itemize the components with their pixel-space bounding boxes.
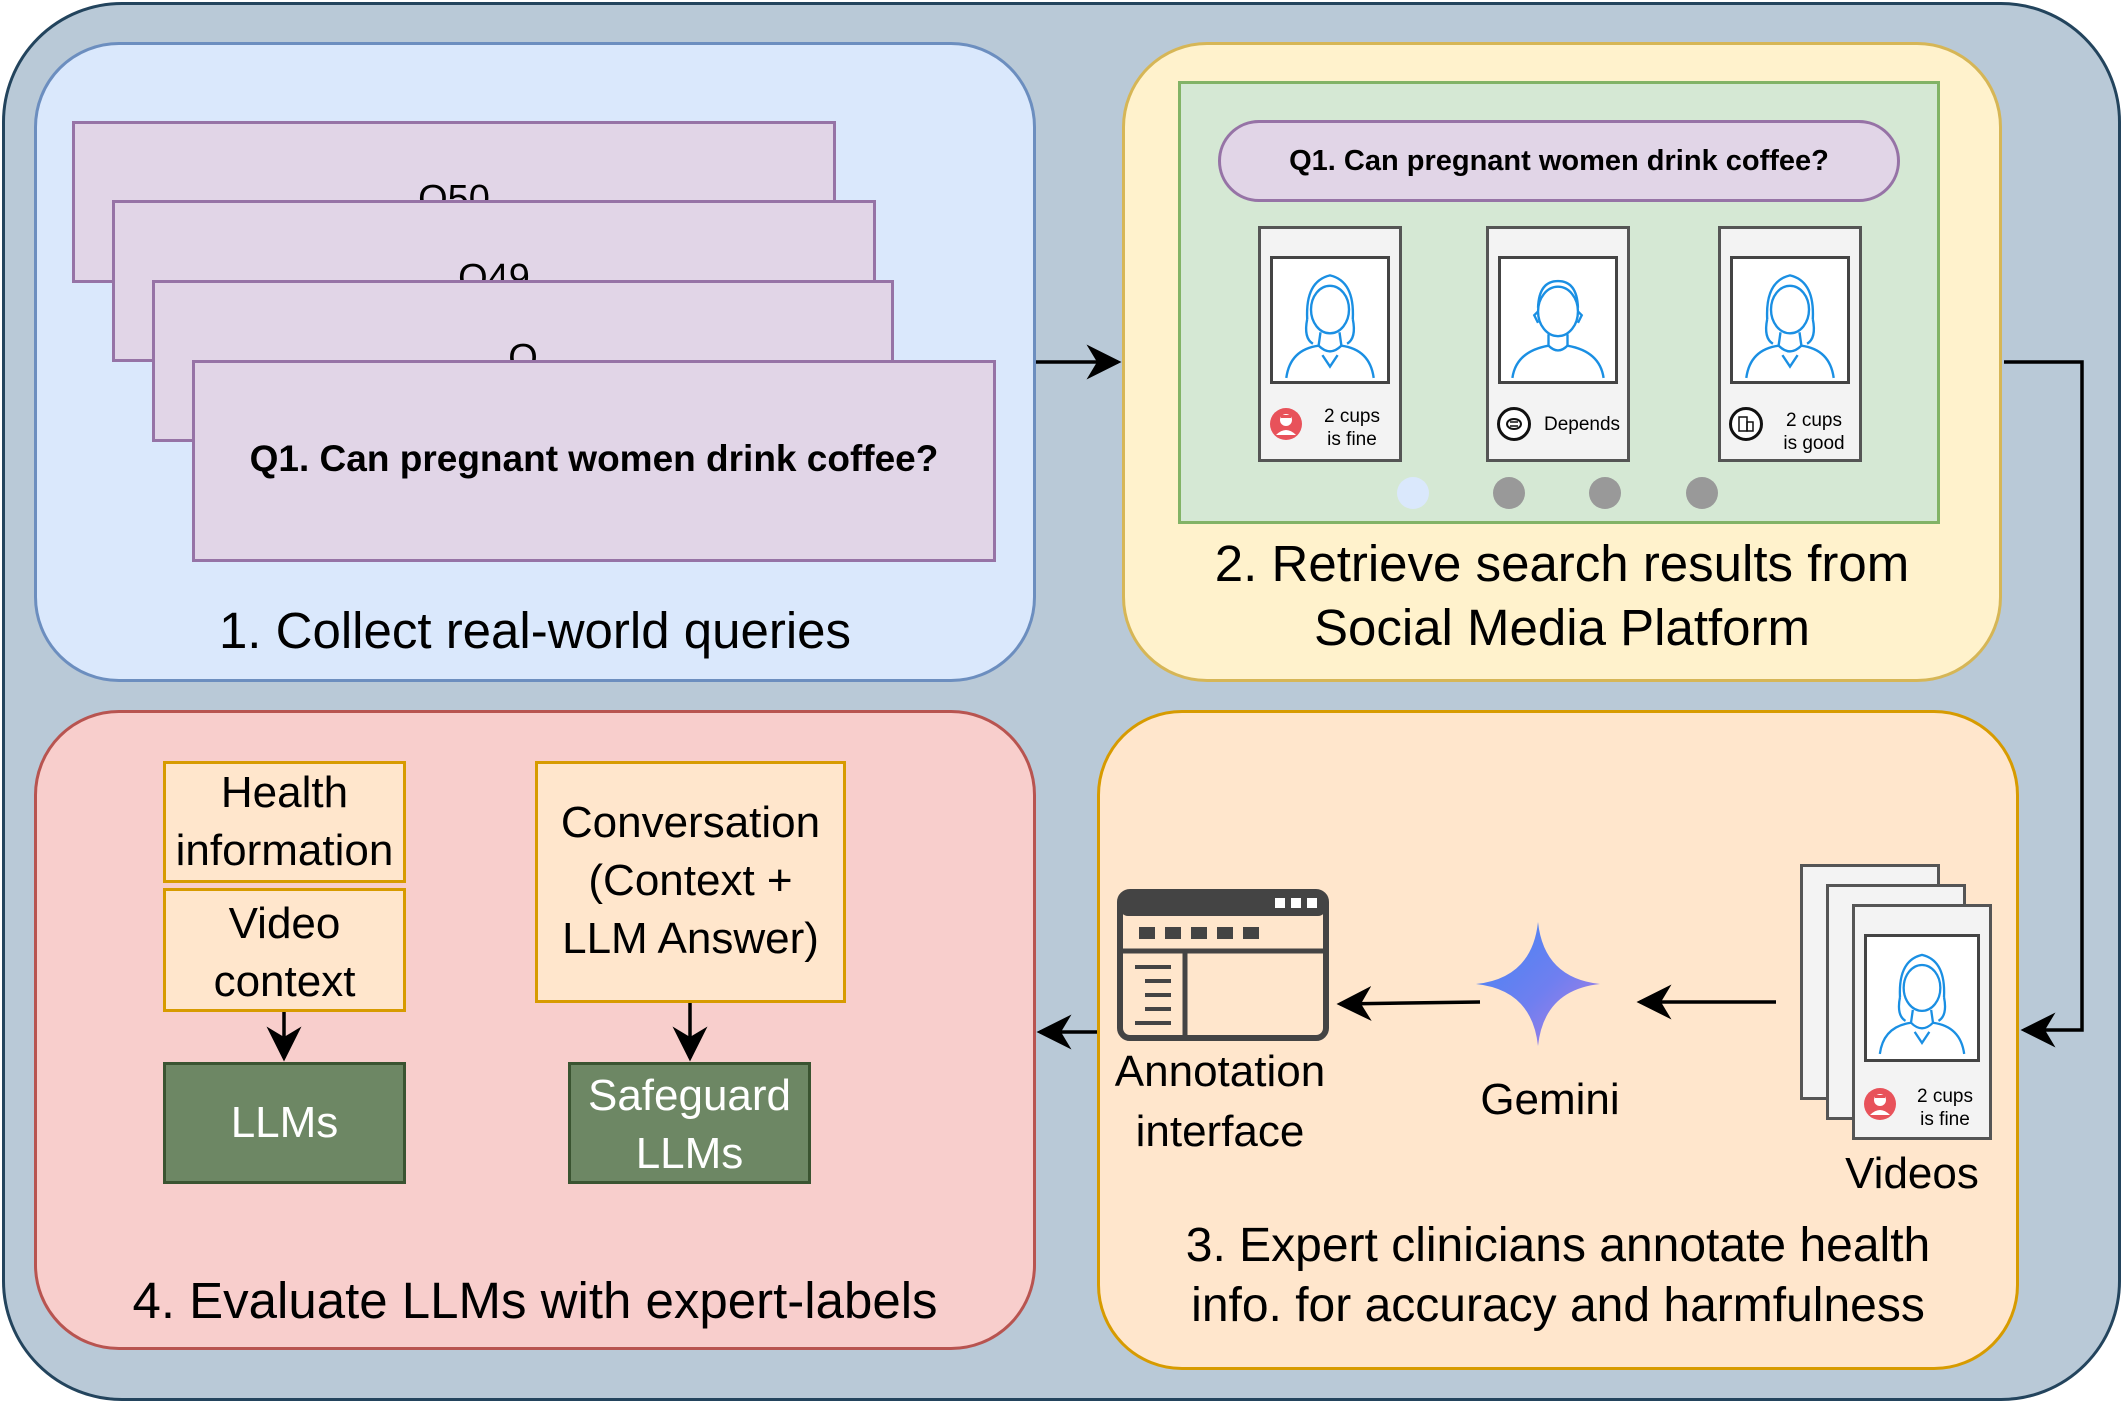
gemini-icon	[1476, 922, 1600, 1046]
panel1-title: 1. Collect real-world queries	[218, 602, 852, 659]
conversation-box: Conversation(Context +LLM Answer)	[535, 761, 846, 1003]
result-caption: Depends	[1543, 414, 1621, 435]
videos-label: Videos	[1845, 1149, 1979, 1198]
woman-icon	[1878, 953, 1966, 1055]
query-card-label: Q1. Can pregnant women drink coffee?	[249, 438, 939, 479]
panel4-title: 4. Evaluate LLMs with expert-labels	[132, 1272, 938, 1329]
doctor-icon	[1269, 407, 1303, 441]
search-query-bar: Q1. Can pregnant women drink coffee?	[1218, 120, 1900, 202]
search-result-video-2: Depends	[1486, 226, 1630, 462]
gemini-label: Gemini	[1480, 1075, 1620, 1124]
video-thumbnail	[1270, 256, 1390, 384]
video-thumbnail	[1498, 256, 1618, 384]
annotation-interface-icon	[1117, 889, 1329, 1041]
video-thumbnail	[1730, 256, 1850, 384]
building-icon	[1729, 407, 1763, 441]
query-card-q1: Q1. Can pregnant women drink coffee?	[192, 360, 996, 562]
woman-icon	[1285, 274, 1375, 379]
carousel-dot-active[interactable]	[1397, 477, 1429, 509]
arrow-panel2-to-panel3	[2004, 360, 2084, 1048]
llms-box: LLMs	[163, 1062, 406, 1184]
brain-icon	[1497, 407, 1531, 441]
woman-icon	[1745, 274, 1835, 379]
carousel-dot[interactable]	[1493, 477, 1525, 509]
arrow-gemini-to-interface	[1336, 986, 1481, 1022]
doctor-icon	[1863, 1087, 1897, 1121]
man-icon	[1511, 279, 1605, 379]
video-thumbnail	[1864, 934, 1980, 1062]
carousel-dot[interactable]	[1589, 477, 1621, 509]
carousel-dot[interactable]	[1686, 477, 1718, 509]
